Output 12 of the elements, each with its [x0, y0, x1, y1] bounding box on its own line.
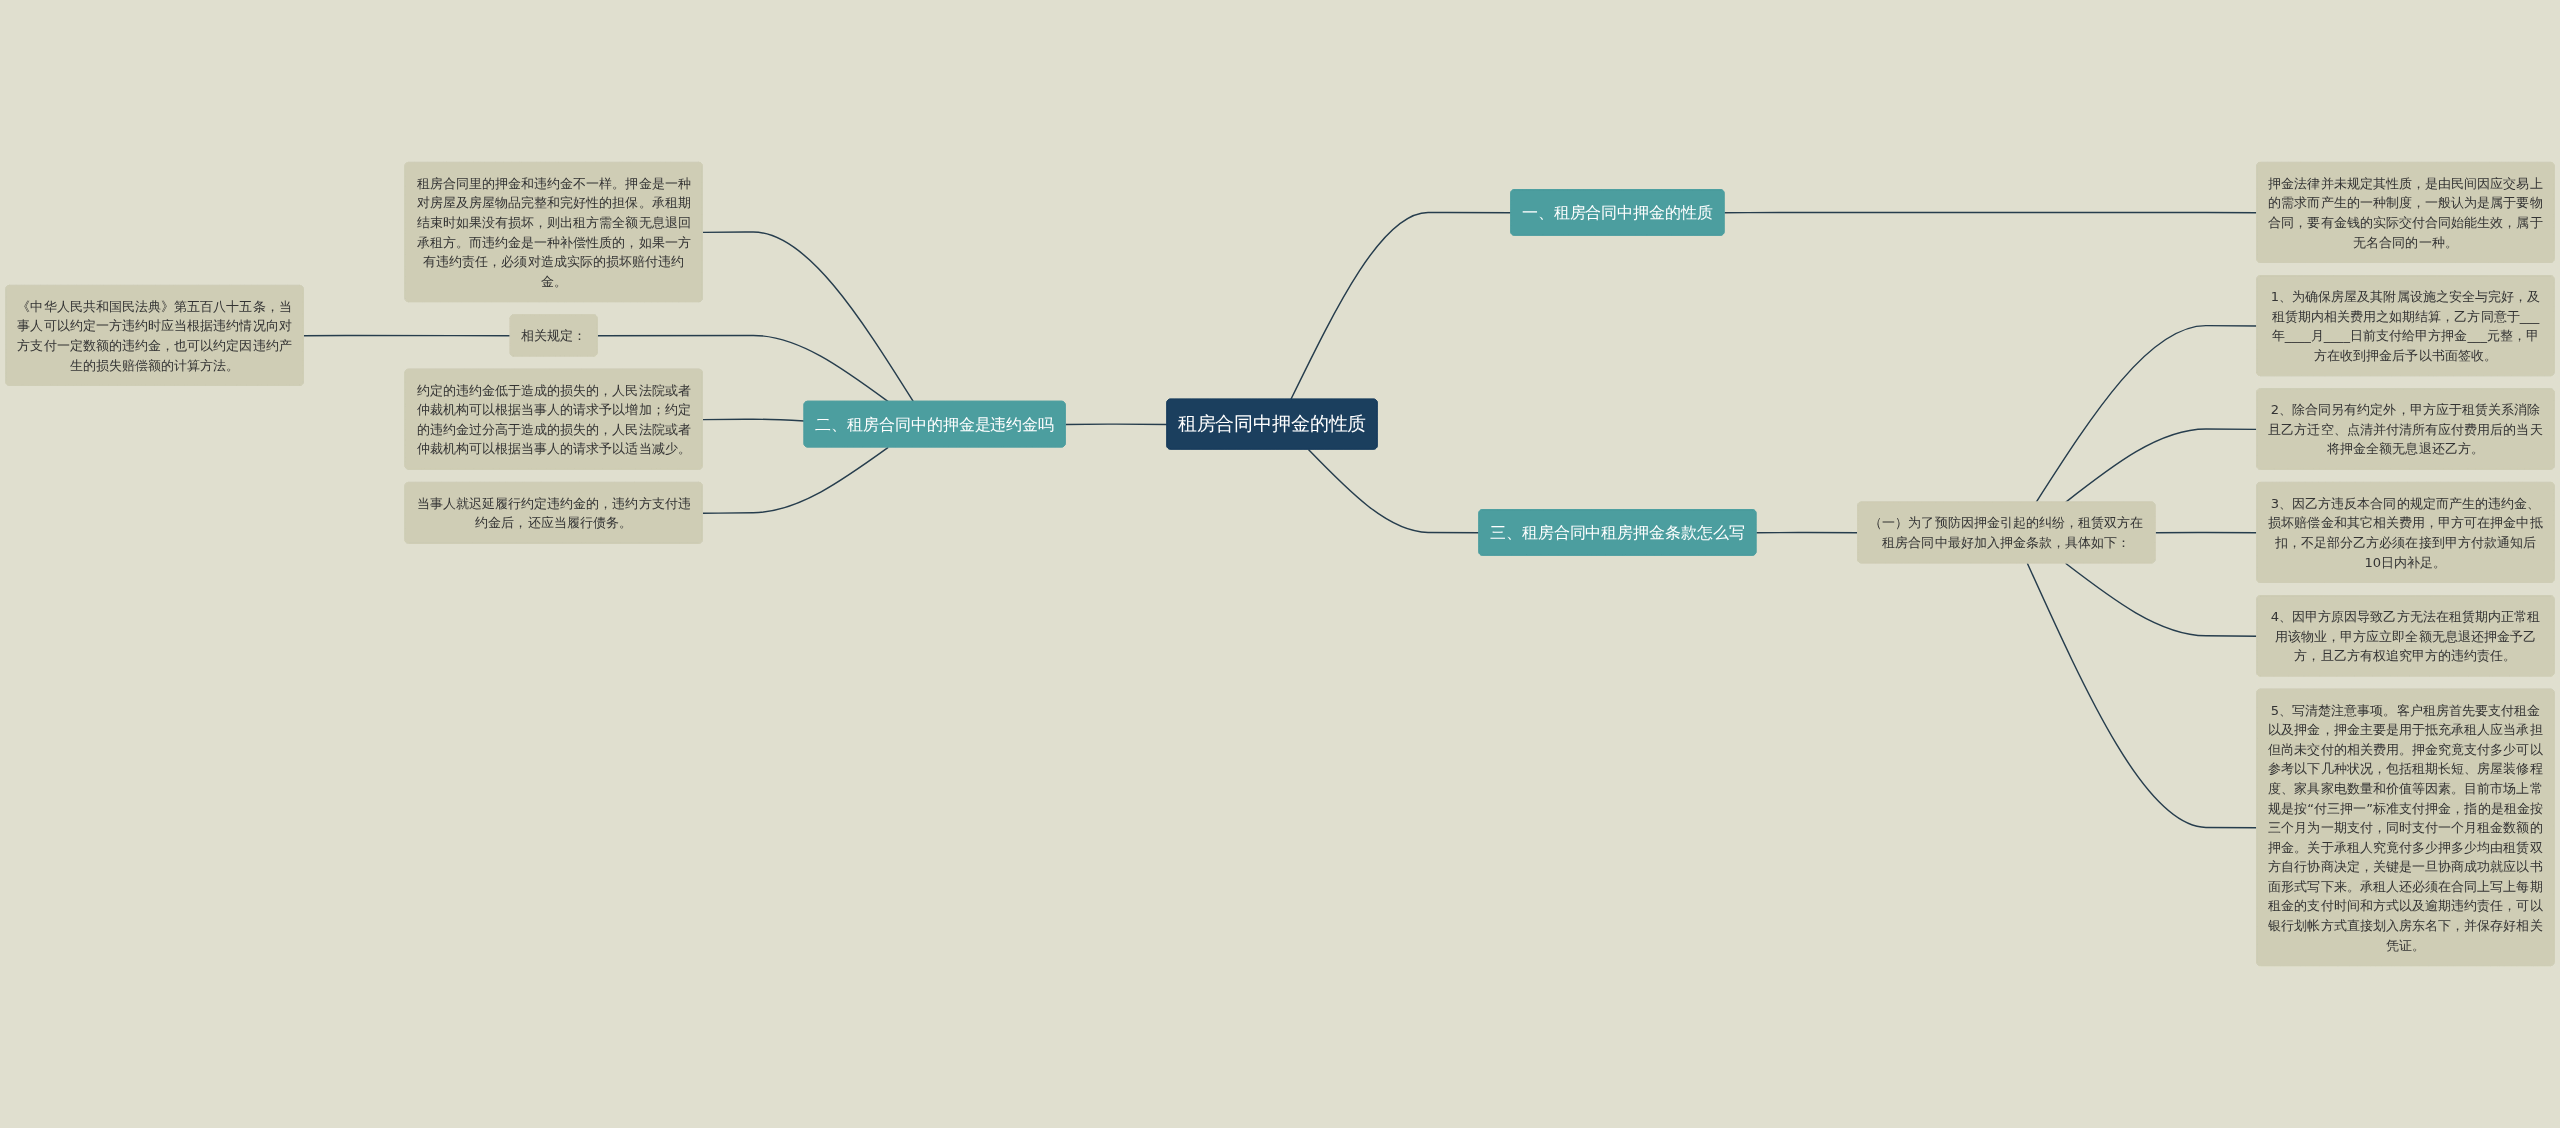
connector: [702, 446, 889, 514]
connector: [2026, 562, 2258, 829]
connector: [2064, 562, 2258, 637]
connector: [702, 231, 915, 403]
connector: [596, 334, 889, 403]
connector: [1723, 211, 2258, 214]
connector: [1064, 423, 1168, 426]
connector: [1755, 531, 1859, 534]
connector: [1290, 211, 1512, 401]
connector: [2154, 531, 2258, 534]
connector: [1307, 448, 1480, 534]
connector: [302, 334, 512, 337]
